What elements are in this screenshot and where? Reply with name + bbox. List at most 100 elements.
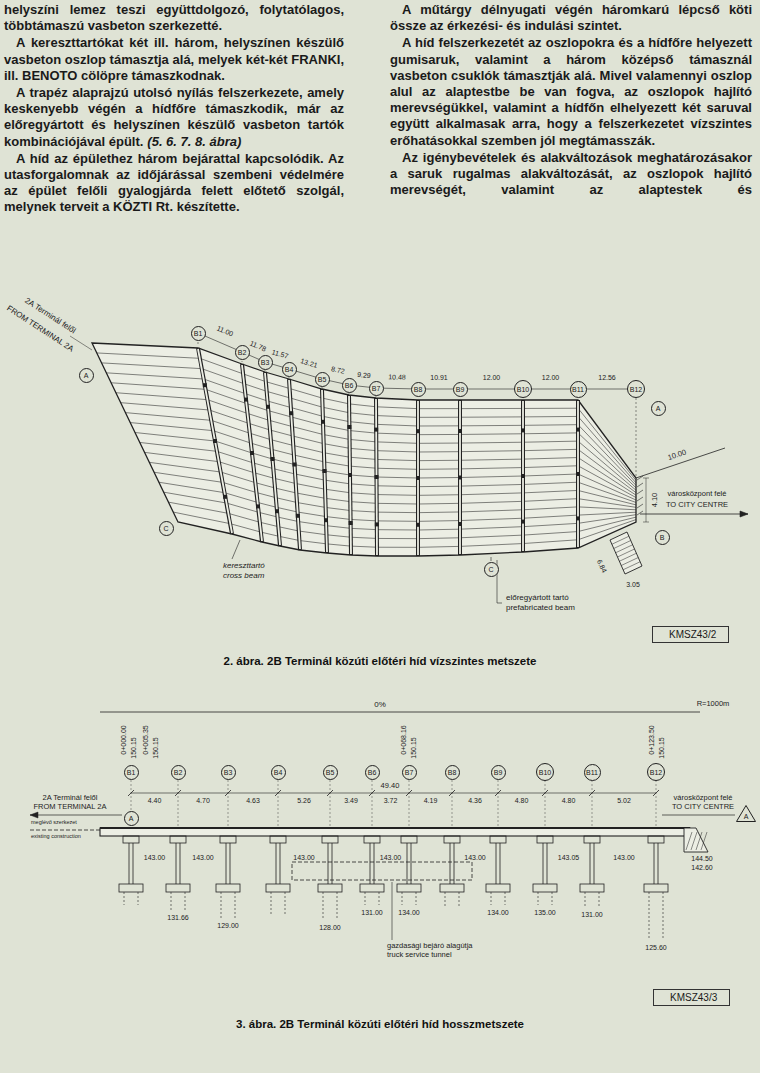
column [328, 843, 329, 884]
marker-text: B7 [372, 385, 381, 392]
section-marker: A [736, 805, 756, 822]
figure-reference: (5. 6. 7. 8. ábra) [147, 134, 241, 149]
deck-surface [100, 827, 690, 829]
axis-marker: B3 [258, 355, 273, 370]
radius-label: R=1000m [696, 700, 731, 708]
column [594, 843, 595, 884]
footing [397, 884, 421, 892]
elevation-label: 143.05 [557, 854, 580, 861]
axis-marker: B5 [323, 765, 338, 780]
axis-marker: B [655, 530, 670, 545]
bridge-deck-outline [92, 343, 636, 556]
direction-line [30, 815, 122, 816]
marker-text: B5 [318, 376, 327, 383]
axis-marker: B12 [627, 380, 645, 398]
axis-marker: B9 [453, 382, 468, 397]
text-column: helyszíni lemez teszi együttdolgozó, fol… [4, 2, 344, 217]
dimension-label: 4.63 [245, 797, 261, 804]
elevation-label: 142.60 [690, 864, 713, 871]
marker-text: B7 [405, 769, 414, 776]
chainage-label: 150.15 [152, 736, 159, 759]
column [496, 843, 497, 884]
axis-line [278, 780, 279, 826]
pier-cap [270, 836, 286, 843]
column [654, 843, 655, 884]
pile [459, 892, 460, 906]
marker-text: B12 [630, 386, 642, 393]
leader-line [232, 540, 240, 559]
column-mark [374, 428, 378, 432]
column-mark [250, 451, 254, 455]
elevation-label: 143.00 [612, 854, 635, 861]
column-mark [521, 428, 525, 432]
footing [266, 884, 290, 892]
pile [538, 892, 539, 905]
axis-line [376, 396, 377, 397]
abutment-hatch [637, 497, 643, 501]
axis-marker: B8 [411, 382, 426, 397]
marker-text: B1 [127, 769, 136, 776]
column [180, 843, 181, 884]
cross-beam [289, 379, 300, 550]
dimension-label: 10.91 [429, 374, 449, 381]
figure-code-box: KMSZ43/3 [653, 989, 730, 1006]
pier-cap [401, 836, 417, 843]
axis-marker: A [651, 401, 666, 416]
approach-road-edge [636, 448, 725, 478]
column-mark [521, 520, 525, 524]
cross-beam [242, 364, 262, 542]
pier-cap [322, 836, 338, 843]
pile [221, 892, 222, 918]
callout-label: előregyártott tartó [505, 594, 570, 602]
direction-label: 2A Terminál felől [42, 794, 99, 802]
column-mark [347, 425, 351, 429]
column-mark [375, 475, 379, 479]
abutment-hatch [686, 832, 692, 850]
axis-line [322, 387, 323, 388]
marker-text: C [488, 566, 493, 573]
cross-beam-core [289, 380, 300, 549]
axis-line [656, 780, 657, 826]
pile [416, 892, 417, 905]
dimension-label: 10.48 [387, 373, 407, 380]
column [129, 843, 130, 884]
arrow-head [740, 511, 748, 517]
stair-step [623, 562, 640, 570]
pile [323, 892, 324, 920]
marker-text: B2 [238, 349, 247, 356]
prefabricated-beam-line [173, 512, 636, 547]
figure-caption: 2. ábra. 2B Terminál közúti előtéri híd … [223, 656, 538, 668]
axis-line [242, 361, 243, 362]
marker-text: B11 [586, 769, 598, 776]
column [280, 843, 281, 884]
grade-label: 0% [373, 701, 387, 709]
pile [171, 892, 172, 910]
paragraph: A híd az épülethez három bejárattal kapc… [4, 151, 344, 216]
cross-beam-core [198, 349, 232, 533]
pier-cap [170, 836, 186, 843]
marker-text: B3 [261, 359, 270, 366]
marker-text: B4 [285, 366, 294, 373]
axis-line [409, 780, 410, 826]
axis-marker: B1 [124, 765, 139, 780]
axis-marker: B1 [191, 326, 206, 341]
marker-text: B2 [174, 769, 183, 776]
marker-text: B5 [326, 769, 335, 776]
dimension-label: 4.80 [514, 797, 530, 804]
abutment-hatch [637, 483, 643, 487]
column-mark [266, 405, 270, 409]
axis-marker: B8 [445, 765, 460, 780]
prefabricated-beam-line [168, 502, 636, 539]
chainage-label: 150.15 [130, 736, 137, 759]
callout-label: gazdasági bejáró alagútja [386, 942, 473, 950]
elevation-label: 129.00 [216, 922, 239, 929]
direction-line [662, 815, 735, 816]
axis-marker: A [124, 811, 139, 826]
column [454, 843, 455, 884]
column-mark [348, 473, 352, 477]
axis-marker: B12 [647, 763, 665, 781]
column [230, 843, 231, 884]
abutment-hatch [691, 832, 697, 850]
dimension-label: 5.02 [616, 797, 632, 804]
